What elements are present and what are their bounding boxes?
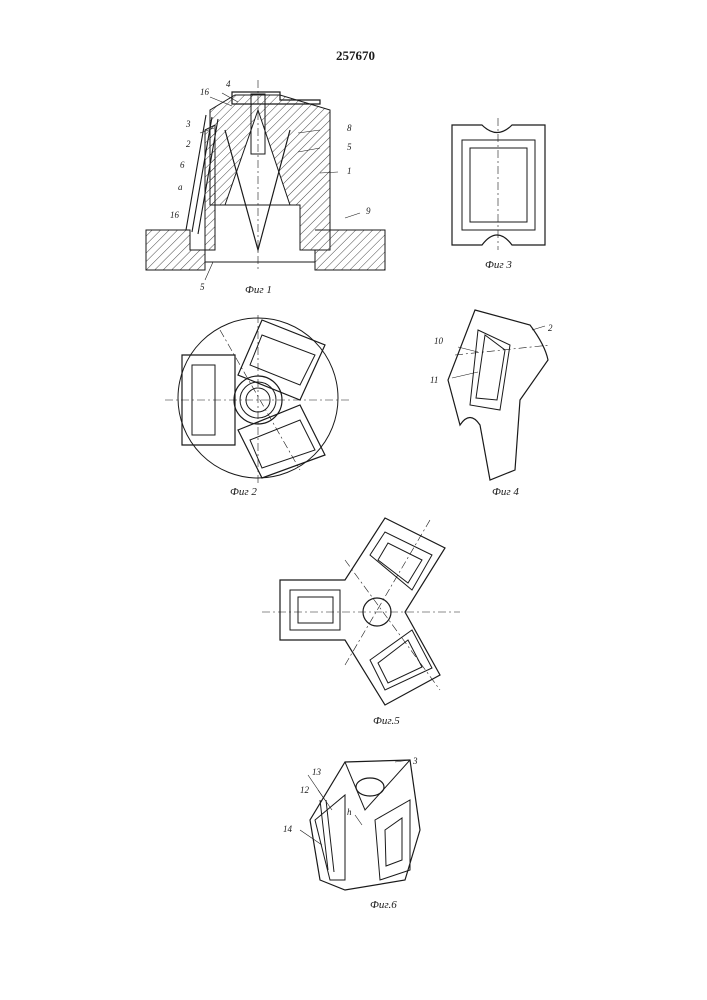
fig1-label-1: 1 — [347, 166, 352, 176]
fig1-label-8: 8 — [347, 123, 352, 133]
fig5-caption: Фиг.5 — [373, 715, 400, 727]
figure-5-three-arm-blank — [262, 518, 460, 705]
fig4-label-2: 2 — [548, 323, 553, 333]
fig6-label-h: h — [347, 807, 352, 817]
fig2-caption: Фиг 2 — [230, 486, 257, 498]
fig1-label-3: 3 — [185, 119, 191, 129]
fig1-label-6: 6 — [180, 160, 185, 170]
fig1-label-16-bottom: 16 — [170, 210, 180, 220]
fig6-label-3: 3 — [412, 756, 418, 766]
figure-2-top-view — [165, 315, 350, 485]
figure-6-assembled-part — [300, 760, 420, 890]
fig6-label-14: 14 — [283, 824, 293, 834]
fig4-caption: Фиг 4 — [492, 486, 519, 498]
fig1-label-5-bottom: 5 — [200, 282, 205, 292]
fig1-label-16-top: 16 — [200, 87, 210, 97]
fig6-label-13: 13 — [312, 767, 322, 777]
fig4-label-10: 10 — [434, 336, 444, 346]
fig4-label-11: 11 — [430, 375, 438, 385]
fig1-label-a: а — [178, 182, 183, 192]
figure-3-blank — [452, 118, 545, 250]
fig1-label-9: 9 — [366, 206, 371, 216]
fig6-caption: Фиг.6 — [370, 899, 397, 911]
fig1-label-2: 2 — [186, 139, 191, 149]
fig1-label-5-right: 5 — [347, 142, 352, 152]
fig1-label-4: 4 — [226, 79, 231, 89]
figure-1-cross-section — [146, 80, 385, 280]
fig6-label-12: 12 — [300, 785, 310, 795]
fig1-caption: Фиг 1 — [245, 284, 272, 296]
fig3-caption: Фиг 3 — [485, 259, 512, 271]
figure-4-bent-plate — [448, 310, 550, 480]
patent-number: 257670 — [336, 48, 375, 63]
